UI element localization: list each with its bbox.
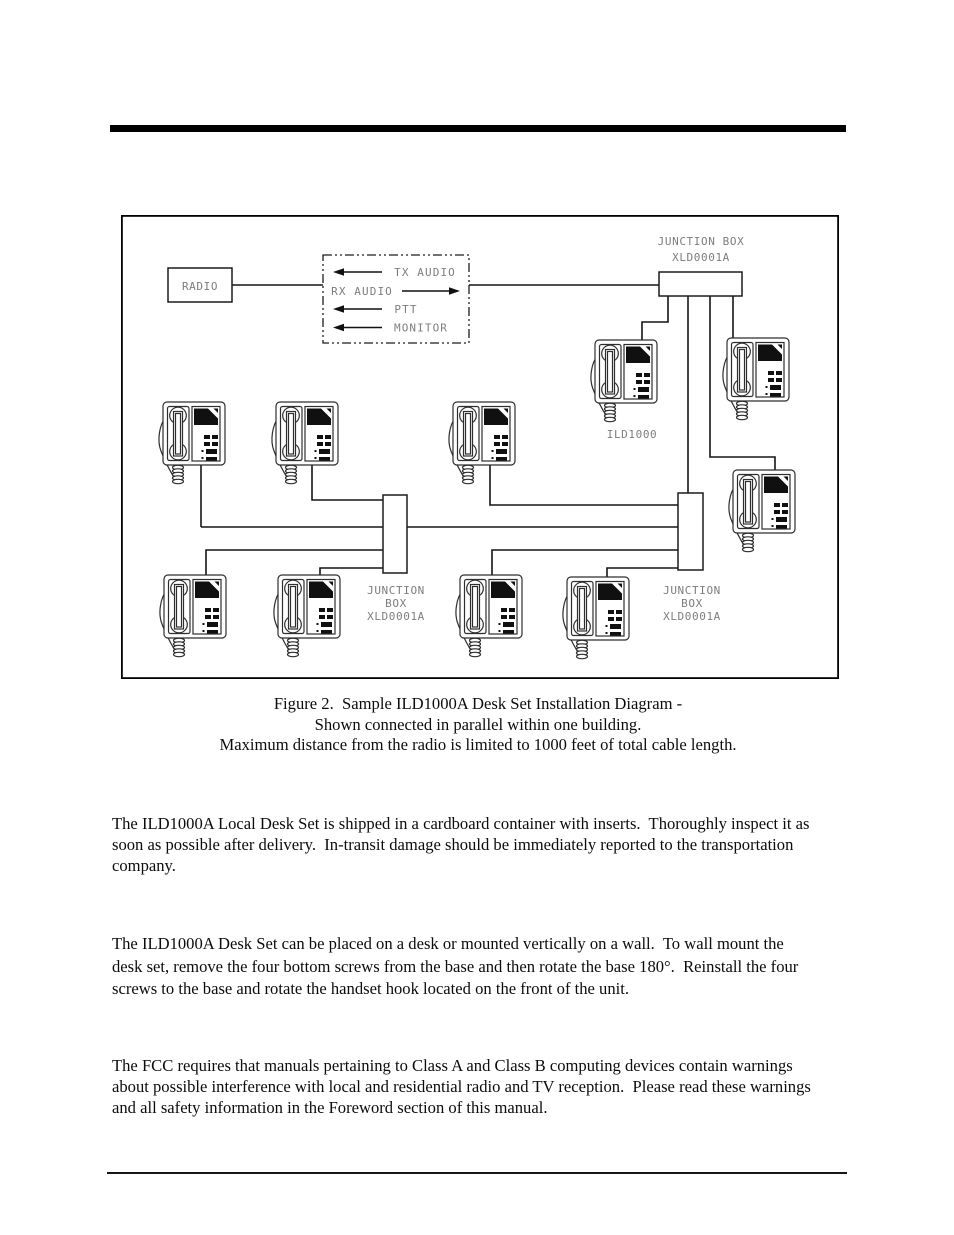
desk-phone-icon bbox=[728, 469, 796, 553]
rx-audio-label: RX AUDIO bbox=[331, 285, 393, 298]
installation-diagram: RADIO TX AUDIO RX AUDIO PTT MONITOR JUNC… bbox=[121, 215, 839, 679]
junction-box-left-label: BOX bbox=[385, 597, 407, 610]
body-text-line: The ILD1000A Local Desk Set is shipped i… bbox=[112, 814, 810, 833]
junction-box-right-model: XLD0001A bbox=[663, 610, 721, 623]
caption-line: Shown connected in parallel within one b… bbox=[314, 714, 642, 734]
paragraph-mounting: The ILD1000A Desk Set can be placed on a… bbox=[112, 933, 852, 1001]
body-text-line: company. bbox=[112, 856, 176, 875]
figure-caption: Figure 2. Sample ILD1000A Desk Set Insta… bbox=[110, 694, 846, 756]
junction-box-top bbox=[658, 271, 743, 297]
tx-audio-label: TX AUDIO bbox=[394, 266, 456, 279]
desk-phone-icon bbox=[455, 574, 523, 658]
ptt-label: PTT bbox=[394, 303, 417, 316]
paragraph-fcc-warning: The FCC requires that manuals pertaining… bbox=[112, 1055, 852, 1118]
wiring bbox=[200, 284, 776, 578]
body-text-line: soon as possible after delivery. In-tran… bbox=[112, 835, 794, 854]
monitor-label: MONITOR bbox=[394, 322, 448, 335]
top-rule bbox=[110, 125, 846, 132]
junction-box-left-label: JUNCTION bbox=[367, 584, 425, 597]
body-text-line: screws to the base and rotate the handse… bbox=[112, 979, 630, 998]
signal-interface-box: TX AUDIO RX AUDIO PTT MONITOR bbox=[322, 254, 470, 344]
radio-box bbox=[167, 267, 233, 303]
paragraph-unpacking: The ILD1000A Local Desk Set is shipped i… bbox=[112, 813, 852, 876]
junction-box-right-label: JUNCTION bbox=[663, 584, 721, 597]
arrow-right-icon bbox=[449, 287, 460, 295]
desk-phone-icon bbox=[158, 401, 226, 485]
arrow-left-icon bbox=[333, 323, 344, 332]
arrow-left-icon bbox=[333, 305, 344, 313]
junction-box-top-label: JUNCTION BOX bbox=[658, 235, 745, 248]
body-text-line: The FCC requires that manuals pertaining… bbox=[112, 1056, 793, 1075]
junction-box-right-label: BOX bbox=[681, 597, 703, 610]
body-text-line: and all safety information in the Forewo… bbox=[112, 1098, 548, 1117]
junction-box-top-model: XLD0001A bbox=[672, 251, 730, 264]
figure-border bbox=[121, 215, 839, 679]
radio-label: RADIO bbox=[182, 280, 218, 293]
body-text-line: desk set, remove the four bottom screws … bbox=[112, 956, 799, 976]
junction-box-right bbox=[677, 492, 704, 571]
ild1000-label: ILD1000 bbox=[607, 428, 658, 441]
junction-box-left-model: XLD0001A bbox=[367, 610, 425, 623]
desk-phone-icon bbox=[448, 401, 516, 485]
desk-phone-icon bbox=[159, 574, 227, 658]
desk-phone-icon bbox=[590, 339, 658, 423]
desk-phone-icon bbox=[562, 576, 630, 660]
desk-phone-icon bbox=[273, 574, 341, 658]
caption-line: Maximum distance from the radio is limit… bbox=[219, 735, 737, 754]
arrow-left-icon bbox=[333, 268, 344, 276]
desk-phone-icon bbox=[722, 337, 790, 421]
body-text-line: The ILD1000A Desk Set can be placed on a… bbox=[112, 934, 784, 953]
desk-phone-icon bbox=[271, 401, 339, 485]
footer-rule bbox=[107, 1172, 847, 1174]
junction-box-left bbox=[382, 494, 408, 574]
caption-line: Figure 2. Sample ILD1000A Desk Set Insta… bbox=[273, 694, 683, 713]
body-text-line: about possible interference with local a… bbox=[112, 1077, 811, 1096]
